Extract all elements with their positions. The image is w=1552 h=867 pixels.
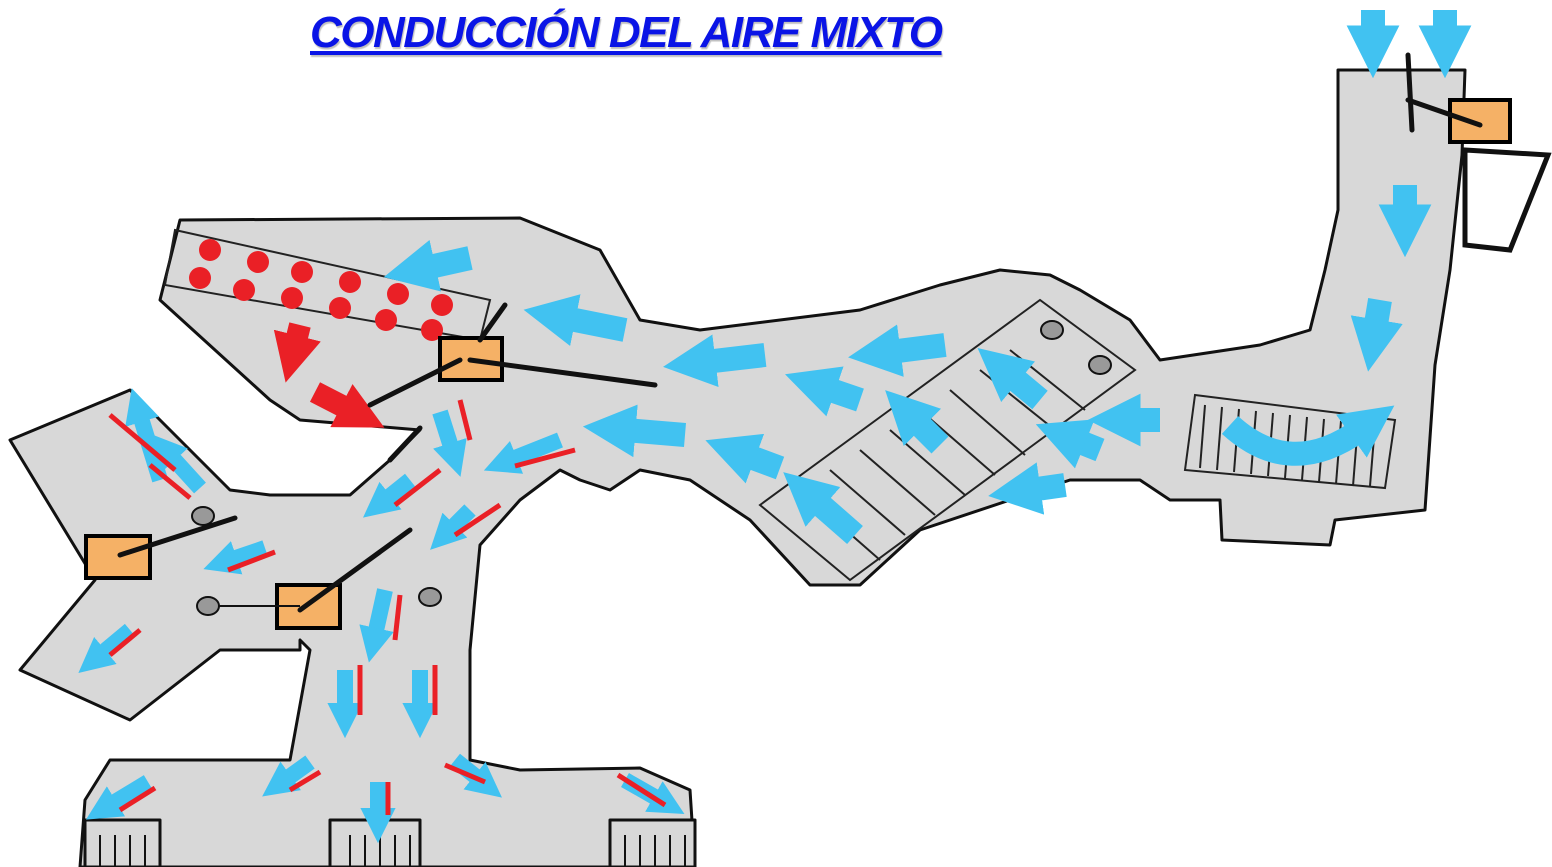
cold-air-arrows [383,10,1472,545]
sensors [191,320,1112,616]
hot-air-arrows [273,322,385,428]
mixed-air-arrows [78,388,685,844]
defrost-actuator [84,534,152,580]
intake-actuator [1448,98,1512,144]
vent-louvers [99,835,686,867]
linkages [117,52,1552,613]
heater-core-hot-dots [189,239,453,341]
diagram-title: CONDUCCIÓN DEL AIRE MIXTO [310,8,943,57]
duct-housing [8,68,1467,867]
